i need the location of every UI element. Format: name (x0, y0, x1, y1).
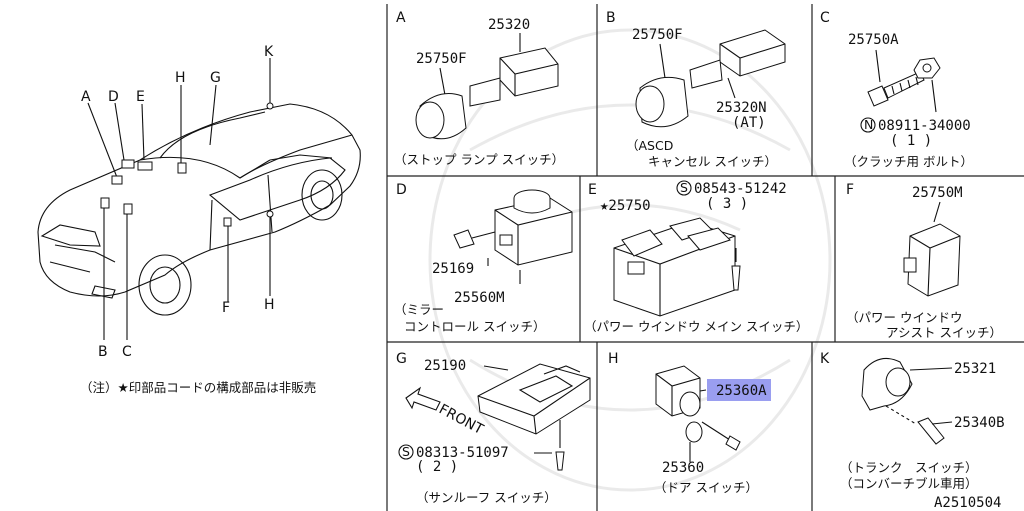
panel-h-letter: H (608, 351, 619, 367)
front-direction-label: FRONT (436, 401, 486, 438)
callout-h-bottom: H (264, 297, 275, 313)
n-circle-mark: N (864, 117, 873, 132)
panel-grid (386, 4, 1024, 511)
panel-b-letter: B (606, 10, 616, 26)
panel-c-letter: C (820, 10, 830, 26)
panel-e: E S 08543-51242 ( 3 ) ★25750 （パワー ウインドウ … (584, 180, 808, 334)
callout-e: E (136, 89, 145, 105)
panel-b-caption-2: キャンセル スイッチ） (648, 154, 777, 169)
panel-b: B 25750F 25320N (AT) （ASCD キャンセル スイッチ） (606, 10, 786, 169)
part-08543-qty: ( 3 ) (706, 196, 748, 212)
part-25750f-a: 25750F (416, 51, 467, 67)
panel-k-caption-1: （トランク スイッチ） (840, 460, 978, 475)
part-08543-51242: 08543-51242 (694, 181, 787, 197)
part-25320: 25320 (488, 17, 530, 33)
part-08911-34000: 08911-34000 (878, 118, 971, 134)
panel-g-caption: （サンルーフ スイッチ） (416, 490, 557, 505)
front-arrow-icon (405, 386, 441, 411)
callout-h-top: H (175, 70, 186, 86)
panel-d: D 25169 25560M （ミラー コントロール スイッチ） (394, 182, 573, 334)
callout-a: A (81, 89, 91, 105)
panel-f-caption-2: アシスト スイッチ） (886, 325, 1002, 340)
part-08313-qty: ( 2 ) (416, 459, 458, 475)
part-25360: 25360 (662, 460, 704, 476)
part-25320n-at: (AT) (732, 115, 766, 131)
panel-f-caption-1: （パワー ウインドウ (846, 310, 962, 325)
s-circle-mark-g: S (402, 444, 410, 459)
panel-d-caption-2: コントロール スイッチ） (404, 319, 545, 334)
car-callout-labels: A D E H G K B C F H （注）★印部品コードの構成部品は非販売 (80, 44, 316, 395)
panel-k-caption-2: （コンバーチブル車用） (840, 476, 978, 491)
car-illustration (37, 58, 361, 340)
callout-g: G (210, 70, 221, 86)
part-25360a: 25360A (716, 383, 767, 399)
part-25320n: 25320N (716, 100, 767, 116)
part-25340b: 25340B (954, 415, 1005, 431)
callout-c: C (122, 344, 132, 360)
part-25750m: 25750M (912, 185, 963, 201)
part-25750-star: ★25750 (600, 198, 651, 214)
panel-h-caption: （ドア スイッチ） (654, 480, 758, 495)
part-highlight (707, 379, 771, 401)
non-sale-note: （注）★印部品コードの構成部品は非販売 (80, 380, 316, 395)
s-circle-mark-e: S (680, 180, 688, 195)
panel-e-letter: E (588, 182, 597, 198)
part-25750f-b: 25750F (632, 27, 683, 43)
panel-c-caption: （クラッチ用 ボルト） (844, 154, 973, 169)
panel-k-letter: K (820, 351, 830, 367)
part-08911-qty: ( 1 ) (890, 133, 932, 149)
diagram-code: A2510504 (934, 495, 1001, 511)
panel-k: K 25321 25340B （トランク スイッチ） （コンバーチブル車用） A… (820, 351, 1005, 511)
panel-f: F 25750M （パワー ウインドウ アシスト スイッチ） (846, 182, 1002, 340)
callout-f: F (222, 300, 230, 316)
panel-f-letter: F (846, 182, 854, 198)
callout-b: B (98, 344, 108, 360)
part-25560m: 25560M (454, 290, 505, 306)
panel-h: H 25360A 25360 （ドア スイッチ） (608, 351, 771, 495)
panel-a: A 25320 25750F （ストップ ランプ スイッチ） (394, 10, 564, 167)
panel-c: C 25750A N 08911-34000 ( 1 ) （クラッチ用 ボルト） (820, 10, 973, 169)
part-08313-51097: 08313-51097 (416, 445, 509, 461)
panel-g-letter: G (396, 351, 407, 367)
panel-a-caption: （ストップ ランプ スイッチ） (394, 152, 564, 167)
part-25169: 25169 (432, 261, 474, 277)
callout-d: D (108, 89, 119, 105)
panel-e-caption: （パワー ウインドウ メイン スイッチ） (584, 319, 808, 334)
part-25321: 25321 (954, 361, 996, 377)
panel-d-letter: D (396, 182, 407, 198)
callout-k: K (264, 44, 274, 60)
panel-a-letter: A (396, 10, 406, 26)
part-25750a: 25750A (848, 32, 899, 48)
panel-b-caption-1: （ASCD (626, 138, 673, 153)
panel-g: G 25190 FRONT S 08313-51097 ( 2 ) （サンルーフ… (396, 351, 591, 505)
panel-d-caption-1: （ミラー (394, 302, 444, 317)
part-25190: 25190 (424, 358, 466, 374)
